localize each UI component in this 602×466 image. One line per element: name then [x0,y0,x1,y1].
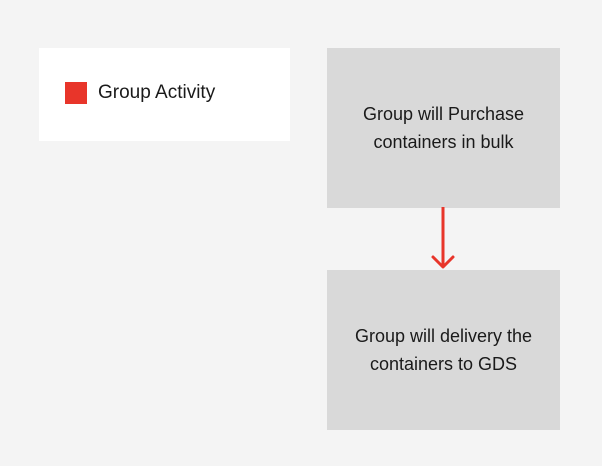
step-text-purchase: Group will Purchase containers in bulk [362,104,525,152]
legend: Group Activity [39,48,290,141]
step-box-delivery: Group will delivery the containers to GD… [327,270,560,430]
step-box-purchase: Group will Purchase containers in bulk [327,48,560,208]
arrow-down-icon [431,207,455,269]
step-text-delivery: Group will delivery the containers to GD… [354,326,533,374]
legend-swatch [65,82,87,104]
legend-label: Group Activity [98,82,216,103]
connector-arrowhead [431,255,455,269]
